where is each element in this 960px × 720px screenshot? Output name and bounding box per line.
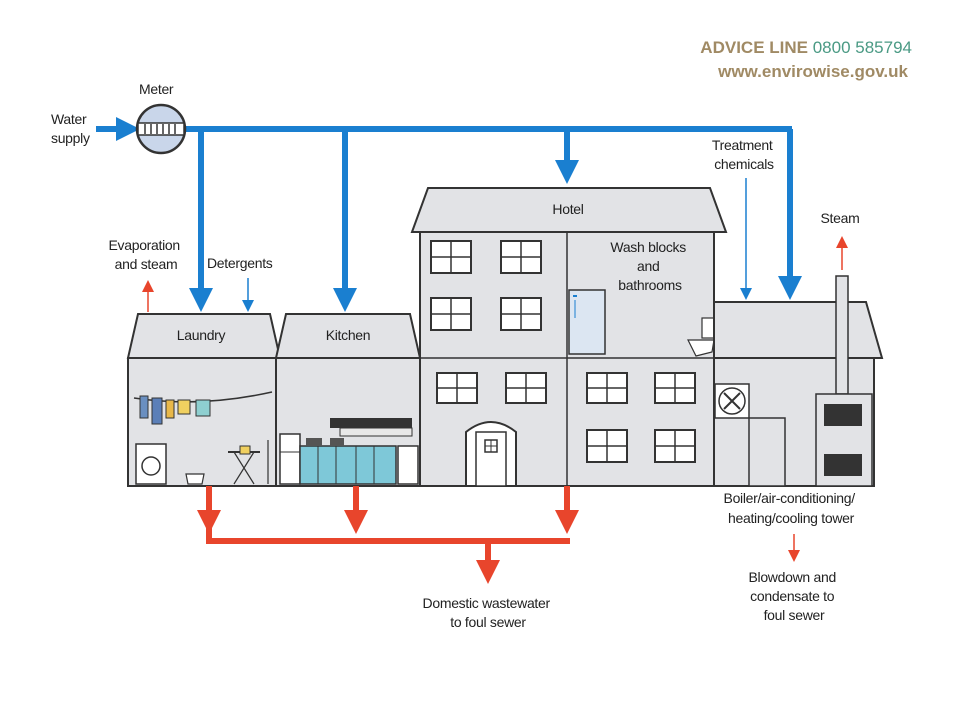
hotel-building xyxy=(410,187,728,487)
label-hotel: Hotel xyxy=(552,201,583,217)
label-treatment-chemicals: Treatment chemicals xyxy=(712,137,776,172)
wastewater-pipes xyxy=(142,236,848,584)
website-link[interactable]: www.envirowise.gov.uk xyxy=(718,62,908,81)
label-blowdown: Blowdown and condensate to foul sewer xyxy=(748,569,839,623)
label-detergents: Detergents xyxy=(207,255,273,271)
label-laundry: Laundry xyxy=(177,327,226,343)
water-supply-pipes xyxy=(96,117,802,312)
label-evaporation: Evaporation and steam xyxy=(108,237,183,272)
advice-line: ADVICE LINE 0800 585794 xyxy=(582,36,912,60)
header: ADVICE LINE 0800 585794 www.envirowise.g… xyxy=(582,36,912,84)
label-water-supply: Water supply xyxy=(51,111,90,146)
advice-line-number: 0800 585794 xyxy=(812,38,912,57)
label-wash-blocks: Wash blocks and bathrooms xyxy=(610,239,689,293)
label-meter: Meter xyxy=(139,81,174,97)
meter-icon xyxy=(135,103,187,155)
boiler-building xyxy=(713,275,884,487)
label-domestic-wastewater: Domestic wastewater to foul sewer xyxy=(423,595,554,630)
advice-line-label: ADVICE LINE xyxy=(700,38,808,57)
label-kitchen: Kitchen xyxy=(326,327,371,343)
label-boiler: Boiler/air-conditioning/ heating/cooling… xyxy=(724,490,859,526)
label-steam: Steam xyxy=(821,210,860,226)
kitchen-building xyxy=(274,313,422,487)
